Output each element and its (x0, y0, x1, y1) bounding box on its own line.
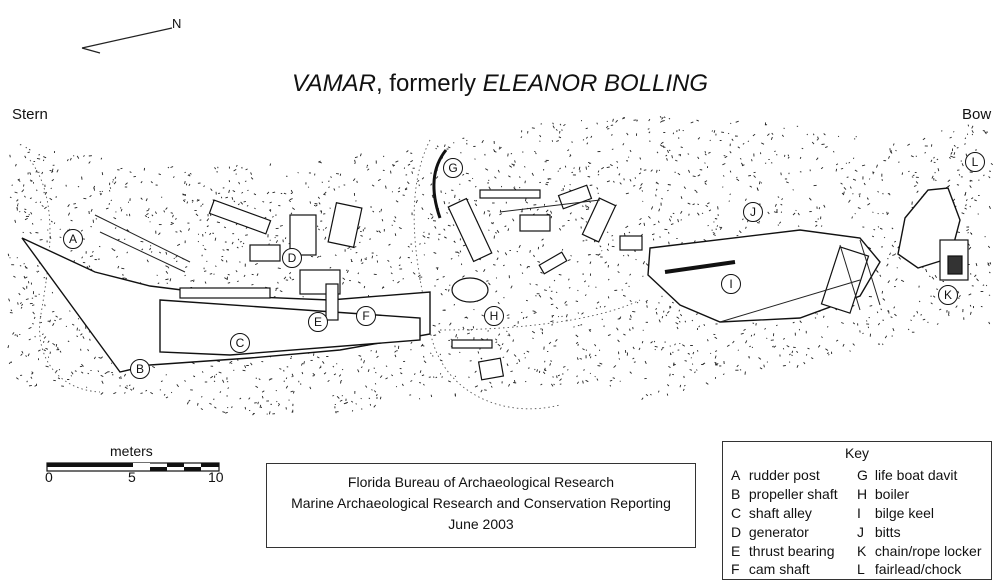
key-label: bitts (874, 524, 901, 540)
key-label: shaft alley (748, 505, 812, 521)
key-letter: C (731, 505, 742, 521)
marker-a: A (63, 229, 83, 249)
key-item-j: J bitts (857, 524, 901, 540)
key-label: generator (748, 524, 809, 540)
scale-tick-10: 10 (208, 469, 224, 485)
key-label: cam shaft (748, 561, 810, 577)
credit-line-organization: Florida Bureau of Archaeological Researc… (347, 474, 615, 490)
marker-c: C (230, 333, 250, 353)
key-item-a: A rudder post (731, 467, 820, 483)
credit-line-date: June 2003 (448, 516, 514, 532)
key-label: life boat davit (874, 467, 958, 483)
key-item-i: I bilge keel (857, 505, 934, 521)
key-letter: I (857, 505, 861, 521)
marker-e: E (308, 312, 328, 332)
credit-box: Florida Bureau of Archaeological Researc… (266, 463, 696, 548)
key-letter: J (857, 524, 864, 540)
key-letter: G (857, 467, 868, 483)
key-item-c: C shaft alley (731, 505, 812, 521)
key-item-h: H boiler (857, 486, 909, 502)
key-letter: K (857, 543, 867, 559)
key-item-l: L fairlead/chock (857, 561, 961, 577)
stern-label: Stern (12, 106, 48, 123)
key-letter: E (731, 543, 741, 559)
marker-g: G (443, 158, 463, 178)
key-item-g: G life boat davit (857, 467, 957, 483)
key-item-e: E thrust bearing (731, 543, 835, 559)
north-label: N (172, 16, 182, 31)
scale-tick-0: 0 (45, 469, 53, 485)
marker-k: K (938, 285, 958, 305)
key-label: rudder post (748, 467, 820, 483)
marker-b: B (130, 359, 150, 379)
title-former-name: ELEANOR BOLLING (482, 70, 709, 97)
key-item-k: K chain/rope locker (857, 543, 982, 559)
key-item-f: F cam shaft (731, 561, 810, 577)
bilge-keel-line (664, 260, 736, 274)
marker-f: F (356, 306, 376, 326)
marker-h: H (484, 306, 504, 326)
key-title: Key (844, 445, 870, 461)
marker-j: J (743, 202, 763, 222)
map-key: Key A rudder post B propeller shaft C sh… (722, 441, 992, 580)
key-letter: F (731, 561, 740, 577)
key-letter: D (731, 524, 742, 540)
key-item-d: D generator (731, 524, 809, 540)
bow-label: Bow (962, 106, 992, 123)
key-label: thrust bearing (748, 543, 835, 559)
key-label: chain/rope locker (874, 543, 982, 559)
davit-arc (432, 149, 448, 219)
scale-unit-label: meters (110, 443, 153, 459)
key-label: propeller shaft (748, 486, 838, 502)
wreckage-debris (179, 184, 969, 381)
key-letter: A (731, 467, 741, 483)
scale-bar (46, 462, 220, 472)
title-connector: , formerly (375, 70, 483, 97)
title-ship-name: VAMAR (291, 70, 376, 97)
map-title: VAMAR, formerly ELEANOR BOLLING (0, 70, 1000, 98)
key-item-b: B propeller shaft (731, 486, 838, 502)
key-label: boiler (874, 486, 910, 502)
key-letter: L (857, 561, 865, 577)
credit-line-program: Marine Archaeological Research and Conse… (291, 495, 671, 511)
structural-beams (94, 199, 881, 323)
key-label: fairlead/chock (874, 561, 962, 577)
key-letter: B (731, 486, 741, 502)
key-letter: H (857, 486, 868, 502)
key-label: bilge keel (874, 505, 935, 521)
marker-d: D (282, 248, 302, 268)
marker-l: L (965, 152, 985, 172)
marker-i: I (721, 274, 741, 294)
north-arrow-icon (81, 27, 173, 54)
scale-tick-5: 5 (128, 469, 136, 485)
